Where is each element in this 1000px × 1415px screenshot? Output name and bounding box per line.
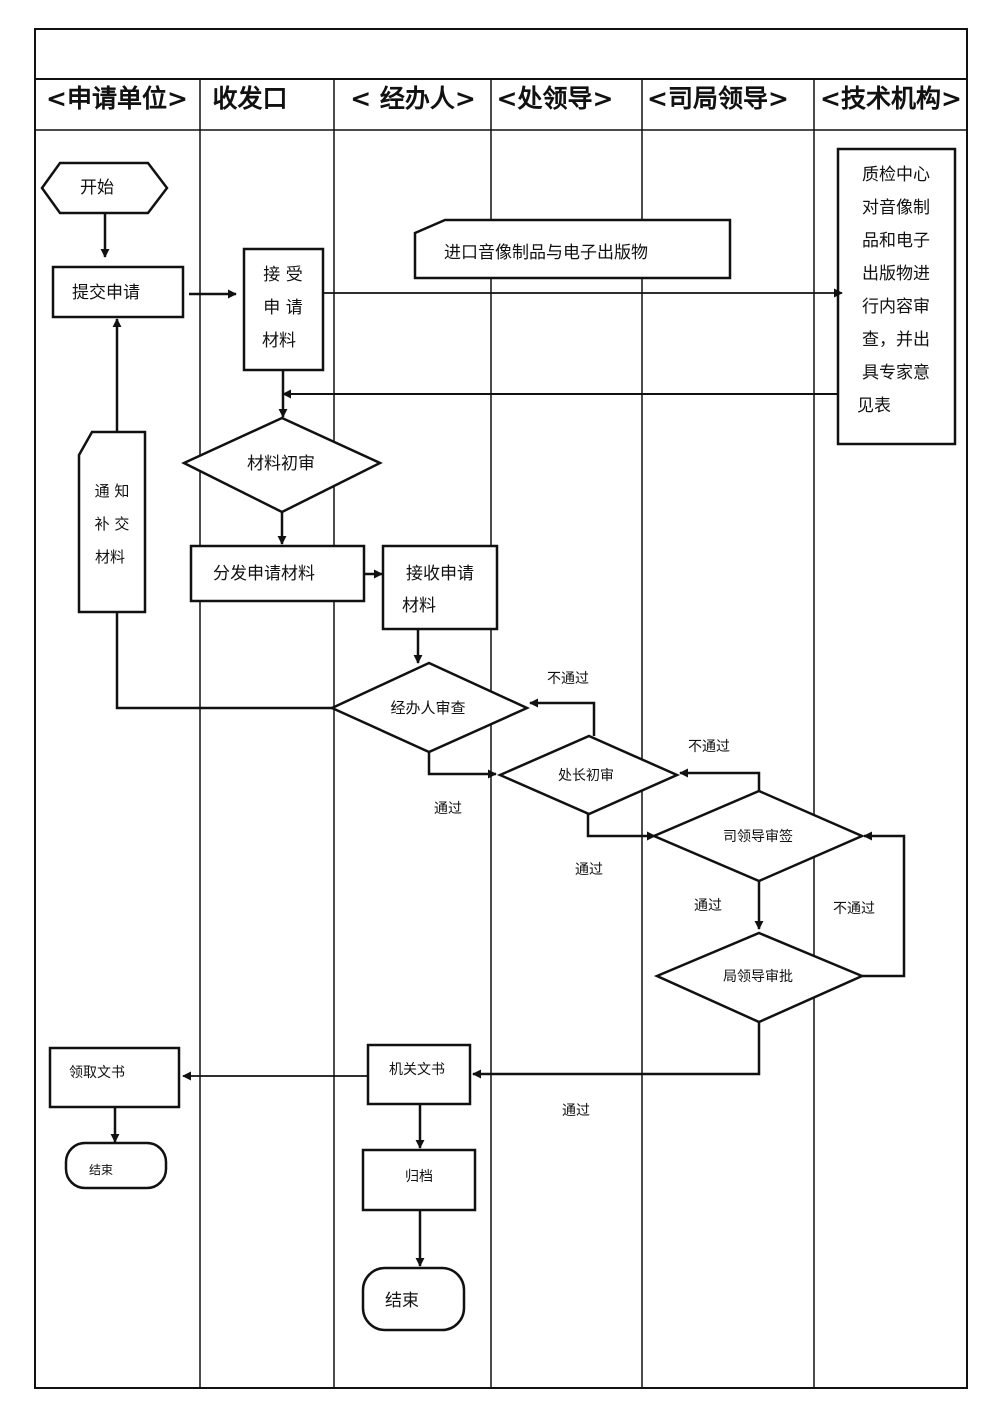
prelim-review-diamond [181,416,383,514]
dept-sign-label: 司领导审签 [723,828,793,845]
lane-header-tech: <技术机构> [820,84,962,113]
node-labels: 开始 提交申请 接 受 申 请 材料 进口音像制品与电子出版物 质检中心 对音像… [69,165,930,1311]
receive-label-2: 申 请 [263,298,302,318]
accept-label-1: 接收申请 [406,564,474,584]
archive-label: 归档 [405,1168,433,1185]
chief-review-label: 处长初审 [558,767,614,784]
pass-label-sign: 通过 [694,898,722,914]
svg-text:对音像制: 对音像制 [862,198,930,218]
pass-label-final: 通过 [562,1103,590,1119]
notify-label-2: 补 交 [95,515,130,533]
arrow-chief-fail-to-handler [529,698,596,736]
lane-header-bureau: <司局领导> [647,84,789,113]
arrow-bureau-pass-to-doc [472,1022,761,1079]
svg-text:查，并出: 查，并出 [862,330,930,350]
tech-review-box [836,147,957,446]
end-handler-terminal [361,1266,466,1332]
accept-box [381,544,499,631]
svg-text:质检中心: 质检中心 [862,165,930,185]
chief-review-diamond [496,734,681,816]
pass-label-handler: 通过 [434,801,462,817]
start-label: 开始 [80,178,114,198]
arrow-bureau-fail-to-dept [862,831,906,978]
svg-text:行内容审: 行内容审 [862,297,930,317]
receive-label-3: 材料 [262,331,296,351]
svg-text:出版物进: 出版物进 [862,264,930,284]
arrow-handler-pass-to-chief [427,752,497,779]
official-doc-box [366,1043,472,1106]
dept-sign-diamond [650,789,866,883]
accept-label-2: 材料 [402,596,436,616]
prelim-review-label: 材料初审 [247,454,315,474]
fail-label-bureau: 不通过 [833,901,875,917]
branch-labels: 通过 通过 通过 通过 不通过 不通过 不通过 [434,671,875,1119]
fail-label-sign: 不通过 [688,739,730,755]
end-applicant-label: 结束 [89,1163,113,1177]
notify-label-3: 材料 [95,548,125,566]
svg-text:具专家意: 具专家意 [862,363,930,383]
category-note-box [413,218,732,280]
lane-header-handler: < 经办人> [350,84,476,113]
end-applicant-terminal [64,1141,168,1190]
arrow-handler-review-to-notify [115,612,332,710]
tech-review-label: 质检中心 对音像制 品和电子 出版物进 行内容审 查，并出 具专家意 见表 [857,165,930,416]
category-note-label: 进口音像制品与电子出版物 [444,243,648,263]
lane-header-mailroom: 收发口 [212,84,287,113]
svg-text:品和电子: 品和电子 [862,231,930,251]
handler-review-label: 经办人审查 [390,699,465,717]
receive-label-1: 接 受 [263,265,302,285]
start-terminal [40,161,169,215]
fail-label-chief: 不通过 [547,671,589,687]
submit-box [51,265,185,319]
pass-label-chief: 通过 [575,862,603,878]
end-handler-label: 结束 [385,1291,419,1311]
notify-label-1: 通 知 [95,482,130,500]
submit-label: 提交申请 [72,283,140,303]
receive-box [242,247,325,372]
swimlane-frame [34,28,968,1389]
lane-headers: <申请单位> 收发口 < 经办人> <处领导> <司局领导> <技术机构> [46,84,962,113]
collect-doc-label: 领取文书 [69,1065,125,1081]
lane-header-applicant: <申请单位> [46,84,188,113]
lane-header-division: <处领导> [497,84,614,113]
bureau-approve-label: 局领导审批 [723,969,793,985]
arrow-chief-pass-to-dept [586,814,656,841]
notify-resubmit-box [77,430,147,614]
handler-review-diamond [329,661,531,754]
distribute-label: 分发申请材料 [213,564,315,584]
svg-text:见表: 见表 [857,396,891,416]
official-doc-label: 机关文书 [389,1062,445,1078]
arrow-dept-fail-to-chief [679,768,761,791]
